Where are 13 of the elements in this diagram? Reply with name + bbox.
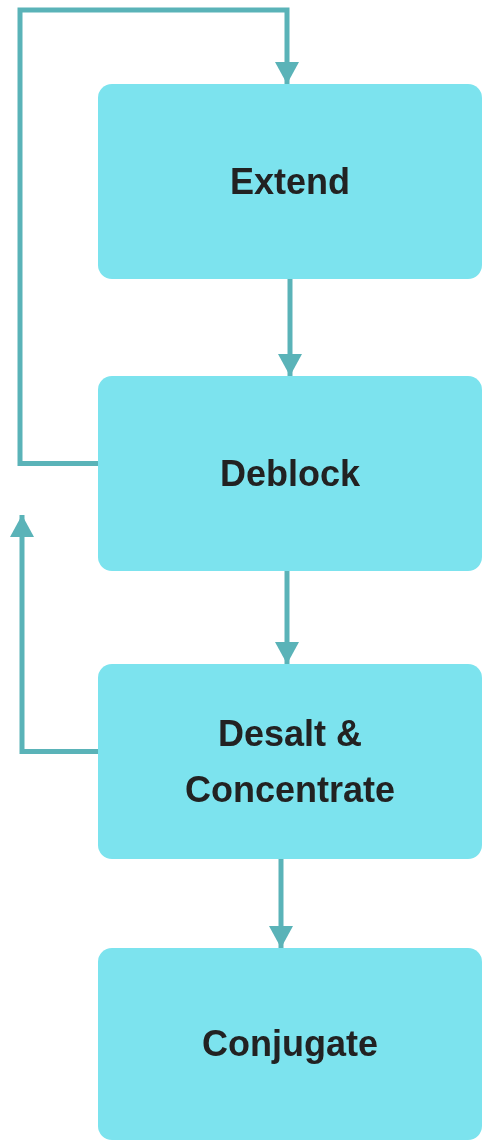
process-box bbox=[98, 84, 482, 279]
arrow bbox=[10, 515, 98, 754]
step-label: Extend bbox=[230, 159, 350, 204]
process-box bbox=[98, 376, 482, 571]
step-label: Deblock bbox=[219, 451, 360, 496]
process-box bbox=[98, 664, 482, 859]
step-label: Conjugate bbox=[202, 1022, 378, 1067]
arrow bbox=[278, 279, 302, 376]
arrow bbox=[17, 7, 299, 466]
step-label: Desalt & Concentrate bbox=[183, 711, 396, 812]
arrow bbox=[269, 859, 293, 948]
arrow bbox=[275, 571, 299, 664]
process-box bbox=[98, 948, 482, 1140]
